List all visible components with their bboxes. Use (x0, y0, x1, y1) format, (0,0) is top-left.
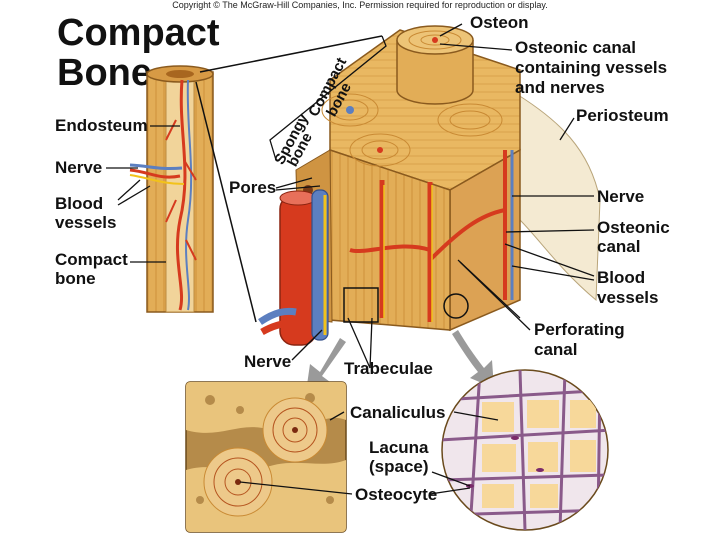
label-perforating-canal-2: canal (534, 340, 578, 359)
label-blood-vessels-right-1: Blood (597, 268, 646, 287)
label-pores: Pores (229, 178, 277, 197)
label-osteonic-canal-right-1: Osteonic (597, 218, 670, 237)
label-osteocyte: Osteocyte (355, 485, 438, 504)
label-osteonic-canal-1: Osteonic canal (515, 38, 636, 57)
label-osteonic-canal-right-2: canal (597, 237, 641, 256)
label-compact-bone-left-1: Compact (55, 250, 128, 269)
label-trabeculae: Trabeculae (344, 359, 433, 378)
label-nerve-left: Nerve (55, 158, 103, 177)
long-bone-section (129, 65, 214, 313)
label-blood-vessels-left-2: vessels (55, 213, 117, 232)
label-perforating-canal-1: Perforating (534, 320, 625, 339)
copyright-notice: Copyright © The McGraw-Hill Companies, I… (172, 0, 548, 10)
label-lacuna-2: (space) (369, 457, 429, 476)
title-compact: Compact (57, 12, 220, 54)
micro-canaliculi-view (441, 369, 609, 531)
label-nerve-bottom: Nerve (244, 352, 292, 371)
label-lacuna-1: Lacuna (369, 438, 429, 457)
label-blood-vessels-left-1: Blood (55, 194, 104, 213)
micro-trabeculae-view (185, 381, 347, 533)
label-osteon: Osteon (470, 13, 529, 32)
title-bone: Bone (57, 52, 152, 94)
label-endosteum: Endosteum (55, 116, 148, 135)
label-nerve-right: Nerve (597, 187, 645, 206)
label-compact-bone-left-2: bone (55, 269, 96, 288)
label-osteonic-canal-3: and nerves (515, 78, 605, 97)
label-canaliculus: Canaliculus (350, 403, 446, 422)
large-blood-vessels (258, 189, 329, 346)
label-periosteum: Periosteum (576, 106, 669, 125)
leader-lines (106, 23, 595, 495)
label-blood-vessels-right-2: vessels (597, 288, 659, 307)
label-osteonic-canal-2: containing vessels (515, 58, 668, 77)
